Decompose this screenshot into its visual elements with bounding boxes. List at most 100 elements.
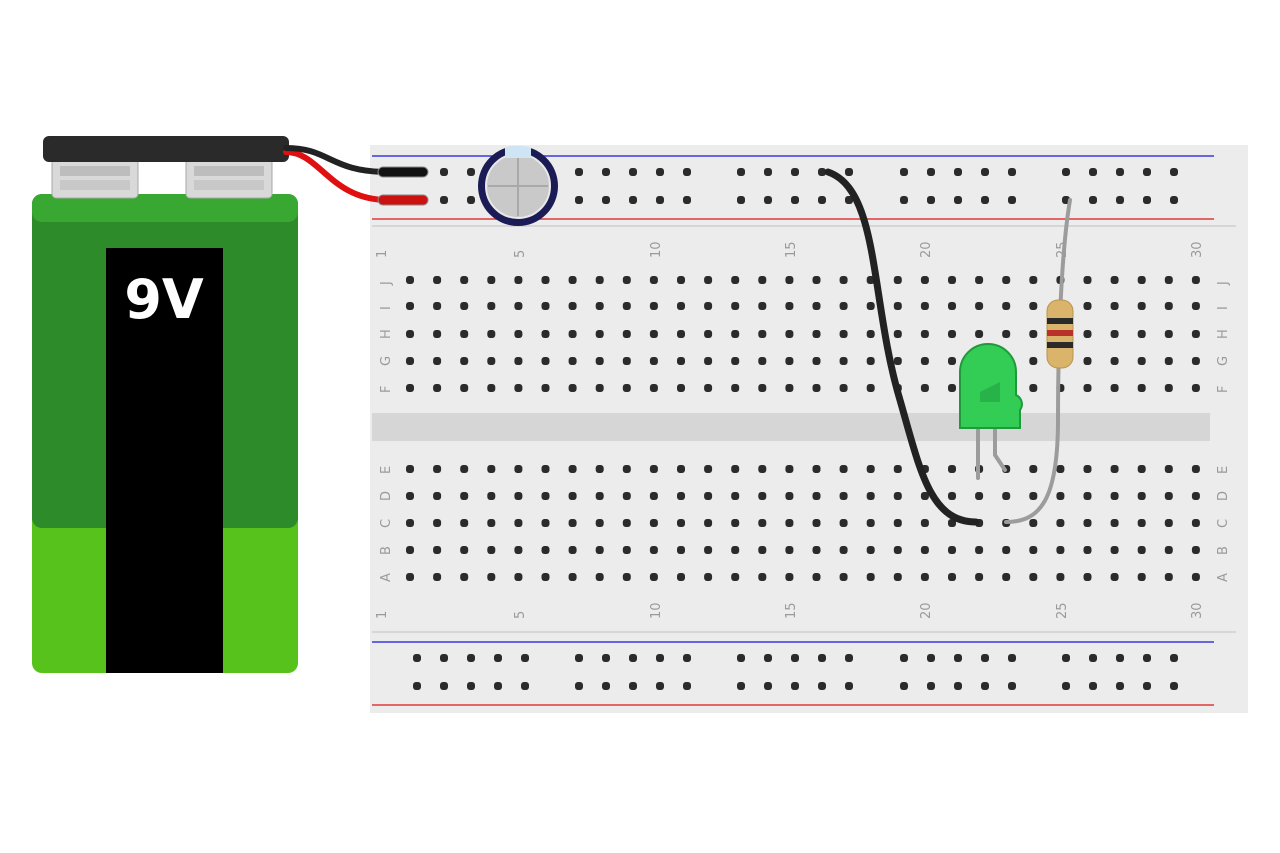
hole-bottom-r3-c17	[839, 546, 848, 554]
col-label-bottom-25: 25	[1055, 602, 1070, 619]
hole-top-r2-c9	[622, 330, 631, 338]
rail-hole-bottom-0-3-1	[927, 654, 935, 662]
hole-bottom-r1-c5	[514, 492, 523, 500]
hole-top-r4-c28	[1137, 384, 1146, 392]
hole-bottom-r4-c13	[731, 573, 740, 581]
battery-lead-black	[283, 145, 391, 175]
hole-top-r0-c11	[677, 276, 685, 284]
rail-hole-bottom-1-4-4	[1170, 682, 1178, 690]
hole-bottom-r2-c6	[541, 519, 550, 527]
hole-bottom-r4-c15	[785, 573, 794, 581]
hole-bottom-r4-c23	[1002, 573, 1011, 581]
lead-plug-black	[377, 166, 429, 178]
hole-top-r0-c17	[839, 276, 848, 284]
hole-bottom-r1-c20	[920, 492, 929, 500]
hole-bottom-r4-c21	[948, 573, 956, 581]
hole-bottom-r3-c11	[677, 546, 685, 554]
hole-bottom-r3-c27	[1110, 546, 1119, 554]
hole-top-r3-c18	[866, 357, 875, 365]
hole-bottom-r1-c6	[541, 492, 550, 500]
hole-top-r2-c24	[1029, 330, 1038, 338]
hole-top-r0-c9	[622, 276, 631, 284]
row-label-right-A: A	[1216, 573, 1231, 582]
rail-hole-bottom-0-4-0	[1062, 654, 1070, 662]
hole-bottom-r1-c9	[622, 492, 631, 500]
hole-top-r3-c15	[785, 357, 794, 365]
hole-bottom-r0-c24	[1029, 465, 1038, 473]
hole-bottom-r0-c15	[785, 465, 794, 473]
hole-bottom-r2-c10	[649, 519, 658, 527]
hole-bottom-r1-c30	[1191, 492, 1200, 500]
rail-hole-bottom-1-1-2	[629, 682, 637, 690]
row-label-left-J: J	[379, 281, 394, 286]
rail-hole-bottom-1-3-2	[954, 682, 962, 690]
hole-bottom-r0-c5	[514, 465, 523, 473]
hole-top-r0-c2	[433, 276, 442, 284]
hole-bottom-r1-c24	[1029, 492, 1038, 500]
hole-bottom-r4-c1	[406, 573, 414, 581]
hole-top-r1-c4	[487, 302, 496, 310]
hole-bottom-r2-c19	[893, 519, 902, 527]
rail-hole-bottom-0-4-3	[1143, 654, 1151, 662]
hole-bottom-r1-c12	[704, 492, 713, 500]
hole-bottom-r3-c9	[622, 546, 631, 554]
rail-hole-bottom-0-4-1	[1089, 654, 1097, 662]
hole-bottom-r4-c26	[1083, 573, 1092, 581]
hole-top-r1-c3	[460, 302, 469, 310]
hole-top-r2-c2	[433, 330, 442, 338]
hole-top-r3-c8	[595, 357, 604, 365]
hole-top-r2-c12	[704, 330, 713, 338]
hole-top-r2-c1	[406, 330, 414, 338]
hole-top-r3-c14	[758, 357, 767, 365]
hole-top-r2-c14	[758, 330, 767, 338]
rail-hole-top-1-2-4	[845, 196, 853, 204]
rail-hole-top-1-3-4	[1008, 196, 1016, 204]
hole-bottom-r1-c8	[595, 492, 604, 500]
battery-lead-red	[283, 149, 391, 203]
hole-top-r3-c3	[460, 357, 469, 365]
resistor-lead	[1004, 198, 1072, 524]
hole-bottom-r3-c19	[893, 546, 902, 554]
rail-hole-bottom-0-2-3	[818, 654, 826, 662]
hole-bottom-r1-c28	[1137, 492, 1146, 500]
hole-bottom-r1-c10	[649, 492, 658, 500]
hole-bottom-r2-c12	[704, 519, 713, 527]
hole-top-r4-c1	[406, 384, 414, 392]
row-label-right-E: E	[1216, 466, 1231, 474]
hole-top-r3-c28	[1137, 357, 1146, 365]
hole-top-r4-c14	[758, 384, 767, 392]
hole-bottom-r4-c24	[1029, 573, 1038, 581]
hole-bottom-r2-c26	[1083, 519, 1092, 527]
hole-top-r1-c8	[595, 302, 604, 310]
hole-bottom-r4-c5	[514, 573, 523, 581]
hole-bottom-r3-c10	[649, 546, 658, 554]
hole-top-r4-c10	[649, 384, 658, 392]
hole-top-r2-c5	[514, 330, 523, 338]
hole-bottom-r1-c17	[839, 492, 848, 500]
hole-bottom-r0-c16	[812, 465, 821, 473]
rail-hole-top-1-4-3	[1143, 196, 1151, 204]
rail-hole-top-0-3-4	[1008, 168, 1016, 176]
hole-top-r4-c20	[920, 384, 929, 392]
hole-bottom-r4-c30	[1191, 573, 1200, 581]
hole-bottom-r0-c11	[677, 465, 685, 473]
hole-bottom-r1-c14	[758, 492, 767, 500]
hole-top-r3-c6	[541, 357, 550, 365]
hole-top-r1-c15	[785, 302, 794, 310]
hole-bottom-r3-c23	[1002, 546, 1011, 554]
hole-bottom-r3-c30	[1191, 546, 1200, 554]
hole-bottom-r2-c11	[677, 519, 685, 527]
hole-top-r3-c26	[1083, 357, 1092, 365]
hole-top-r4-c12	[704, 384, 713, 392]
hole-top-r1-c20	[920, 302, 929, 310]
rail-hole-bottom-1-4-2	[1116, 682, 1124, 690]
column-labels-top: 1 5 10 15 20 25 30	[375, 241, 1205, 258]
hole-top-r0-c4	[487, 276, 496, 284]
hole-top-r0-c7	[568, 276, 577, 284]
rail-hole-bottom-1-1-3	[656, 682, 664, 690]
hole-bottom-r1-c1	[406, 492, 414, 500]
hole-bottom-r3-c4	[487, 546, 496, 554]
battery-terminal-left	[51, 157, 139, 199]
rail-hole-top-1-2-3	[818, 196, 826, 204]
